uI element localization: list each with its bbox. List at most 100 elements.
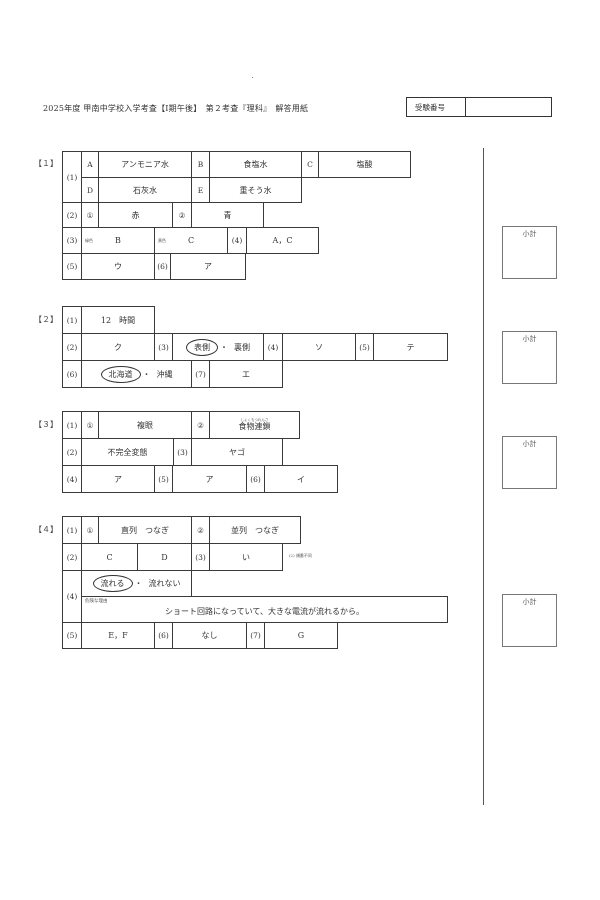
s1-q3-number: (3) xyxy=(62,227,82,254)
s2-q2-number: (2) xyxy=(62,333,82,361)
s4-q6-number: (6) xyxy=(154,622,173,649)
section-2-label: 【２】 xyxy=(34,315,58,324)
s1-q2-number: (2) xyxy=(62,202,82,228)
s4-q4-other-choice: 流れない xyxy=(148,579,181,588)
s2-q7-answer[interactable]: エ xyxy=(209,360,283,388)
s1-q2-circle-2: ② xyxy=(172,202,192,228)
s3-q4-number: (4) xyxy=(62,465,82,493)
s1-q6-answer[interactable]: ア xyxy=(170,253,246,280)
s4-q2-answer-2[interactable]: D xyxy=(137,543,192,571)
s4-q1-answer-2[interactable]: 並列 つなぎ xyxy=(209,516,301,544)
s3-q6-answer[interactable]: イ xyxy=(264,465,338,493)
exam-number-field[interactable] xyxy=(467,98,551,116)
s4-q5-answer[interactable]: E，F xyxy=(81,622,155,649)
s2-q4-answer[interactable]: ソ xyxy=(282,333,356,361)
s1-q1-B-answer[interactable]: 食塩水 xyxy=(209,151,302,178)
section-1-label: 【１】 xyxy=(34,159,58,168)
s3-q1-answer-2[interactable]: しょくもつれんさ 食物連鎖 xyxy=(209,411,300,439)
s3-q3-answer[interactable]: ヤゴ xyxy=(191,438,283,466)
s3-q4-answer[interactable]: ア xyxy=(81,465,155,493)
s4-q4-separator: ・ xyxy=(134,579,143,588)
s2-q2-answer[interactable]: ク xyxy=(81,333,155,361)
s1-q1-E-answer[interactable]: 重そう水 xyxy=(209,177,302,203)
s2-q1-number: (1) xyxy=(62,306,82,334)
s1-q4-answer[interactable]: A，C xyxy=(246,227,319,254)
page-title: 2025年度 甲南中学校入学考査【Ⅰ期午後】 第２考査『理科』 解答用紙 xyxy=(43,104,309,113)
subtotal-box-4[interactable]: 小計 xyxy=(502,594,557,647)
s4-q6-answer[interactable]: なし xyxy=(172,622,247,649)
s3-q1-answer-1[interactable]: 複眼 xyxy=(98,411,192,439)
s4-q4-circled-choice: 流れる xyxy=(92,575,133,592)
s2-q6-separator: ・ xyxy=(142,369,151,379)
s3-q2-number: (2) xyxy=(62,438,82,466)
s1-q4-number: (4) xyxy=(227,227,247,254)
s1-q3-answer-1[interactable]: 緑色 B xyxy=(81,227,155,254)
s4-q4-reason-label: 危険な理由 xyxy=(85,599,108,604)
s4-q1-number: (1) xyxy=(62,516,82,544)
s2-q3-answer[interactable]: 表側 ・ 裏側 xyxy=(172,333,264,361)
subtotal-box-3[interactable]: 小計 xyxy=(502,436,557,489)
s3-q1-number: (1) xyxy=(62,411,82,439)
s4-q1-circle-2: ② xyxy=(191,516,210,544)
s2-q3-circled-choice: 表側 xyxy=(186,338,218,356)
s1-q1-B-key: B xyxy=(191,151,210,178)
s4-q1-answer-1[interactable]: 直列 つなぎ xyxy=(98,516,192,544)
s4-q4-reason-text: ショート回路になっていて、大きな電流が流れるから。 xyxy=(165,607,364,616)
s2-q3-separator: ・ xyxy=(220,342,228,352)
s4-q3-answer[interactable]: い xyxy=(209,543,283,571)
s1-q1-C-key: C xyxy=(301,151,319,178)
s1-q2-circle-1: ① xyxy=(81,202,99,228)
s3-q1-ruby: しょくもつれんさ xyxy=(240,417,269,422)
s4-q2-number: (2) xyxy=(62,543,82,571)
s3-q6-number: (6) xyxy=(246,465,265,493)
s1-q5-answer[interactable]: ウ xyxy=(81,253,155,280)
s1-q1-A-answer[interactable]: アンモニア水 xyxy=(98,151,192,178)
s1-q1-D-answer[interactable]: 石灰水 xyxy=(98,177,192,203)
stray-mark xyxy=(252,77,253,78)
s4-q2-answer-1[interactable]: C xyxy=(81,543,138,571)
s1-q3-value-1: B xyxy=(115,236,121,245)
exam-number-label: 受験番号 xyxy=(407,98,466,116)
subtotal-box-1[interactable]: 小計 xyxy=(502,226,557,279)
s4-q4-choice[interactable]: 流れる ・ 流れない xyxy=(81,570,192,597)
s3-q1-circle-1: ① xyxy=(81,411,99,439)
s3-q1-circle-2: ② xyxy=(191,411,210,439)
s1-q1-A-key: A xyxy=(81,151,99,178)
s2-q3-other-choice: 裏側 xyxy=(234,342,250,352)
s4-q4-number: (4) xyxy=(62,570,82,623)
s1-q1-E-key: E xyxy=(191,177,210,203)
s2-q1-answer[interactable]: 12 時間 xyxy=(81,306,155,334)
section-3-label: 【３】 xyxy=(34,420,58,429)
s3-q2-answer[interactable]: 不完全変態 xyxy=(81,438,174,466)
s2-q6-answer[interactable]: 北海道 ・ 沖縄 xyxy=(81,360,192,388)
s1-q2-answer-2[interactable]: 青 xyxy=(191,202,264,228)
s1-q1-D-key: D xyxy=(81,177,99,203)
s1-q1-C-answer[interactable]: 塩酸 xyxy=(318,151,411,178)
s1-q6-number: (6) xyxy=(154,253,171,280)
s1-q3-tag-yellow: 黄色 xyxy=(158,237,166,243)
s1-q5-number: (5) xyxy=(62,253,82,280)
s3-q1-value-2: 食物連鎖 xyxy=(238,422,271,432)
s3-q3-number: (3) xyxy=(173,438,192,466)
s2-q3-number: (3) xyxy=(154,333,173,361)
s4-q7-answer[interactable]: G xyxy=(264,622,338,649)
s3-q5-answer[interactable]: ア xyxy=(172,465,247,493)
s2-q5-number: (5) xyxy=(355,333,374,361)
s4-q2-order-note: (2) 順番不同 xyxy=(289,553,312,558)
s4-q4-reason[interactable]: 危険な理由 ショート回路になっていて、大きな電流が流れるから。 xyxy=(81,596,448,623)
s1-q2-answer-1[interactable]: 赤 xyxy=(98,202,173,228)
s2-q6-number: (6) xyxy=(62,360,82,388)
s4-q5-number: (5) xyxy=(62,622,82,649)
s3-q5-number: (5) xyxy=(154,465,173,493)
exam-number-box: 受験番号 xyxy=(406,97,552,117)
s4-q3-number: (3) xyxy=(191,543,210,571)
s1-q3-answer-2[interactable]: 黄色 C xyxy=(154,227,228,254)
s4-q7-number: (7) xyxy=(246,622,265,649)
s2-q6-circled-choice: 北海道 xyxy=(100,365,141,383)
section-4-label: 【４】 xyxy=(34,525,58,534)
subtotal-box-2[interactable]: 小計 xyxy=(502,331,557,384)
s1-q1-number: (1) xyxy=(62,151,82,203)
s2-q5-answer[interactable]: テ xyxy=(373,333,448,361)
s4-q1-circle-1: ① xyxy=(81,516,99,544)
s2-q6-other-choice: 沖縄 xyxy=(156,369,173,379)
